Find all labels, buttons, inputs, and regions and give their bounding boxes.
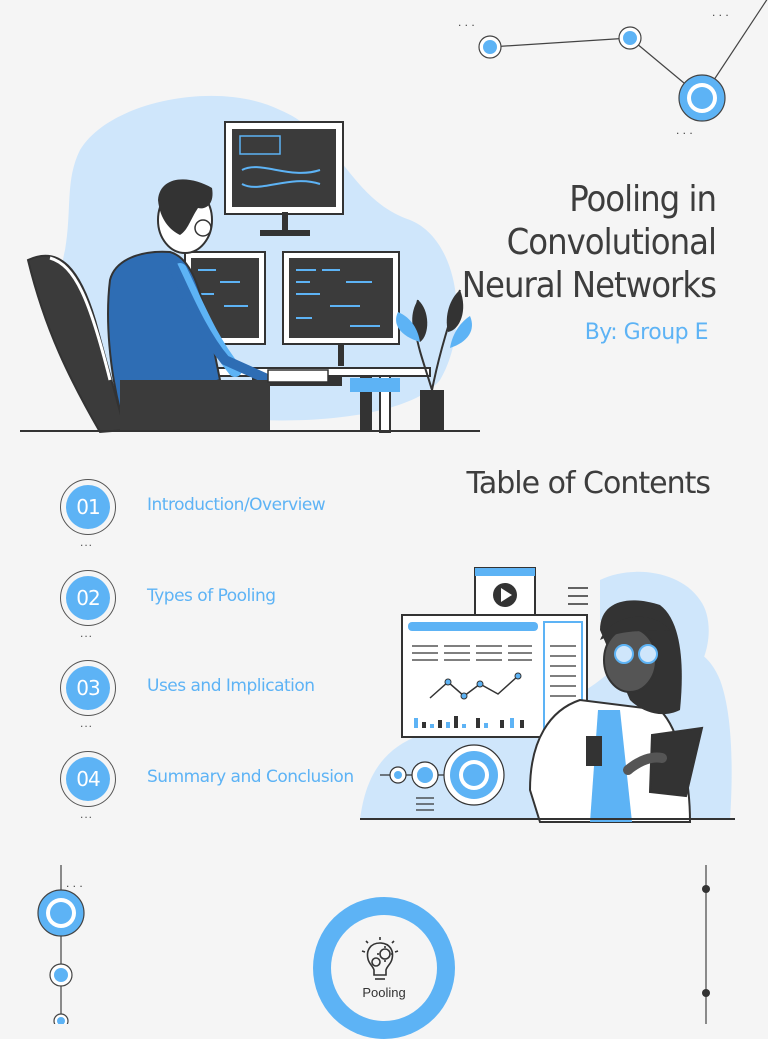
svg-text:. . .: . . . [712,5,729,19]
toc-number: 01 [66,485,110,529]
toc-label[interactable]: Introduction/Overview [147,495,326,515]
toc-number-badge: 02 [60,570,116,626]
toc-label[interactable]: Uses and Implication [147,676,315,696]
toc-number: 04 [66,757,110,801]
toc-label[interactable]: Types of Pooling [147,586,276,606]
toc-heading: Table of Contents [466,466,711,501]
pooling-badge[interactable]: Pooling [313,897,455,1039]
toc-number-badge: 03 [60,660,116,716]
pooling-label: Pooling [362,984,406,1000]
slide-subtitle: By: Group E [584,320,709,345]
toc-item-3[interactable]: 03 ... Uses and Implication [60,660,380,730]
pooling-badge-inner: Pooling [331,915,437,1021]
svg-text:. . .: . . . [66,876,83,890]
timeline-decoration: . . . [37,865,85,1024]
toc-number-badge: 01 [60,479,116,535]
toc-number: 02 [66,576,110,620]
svg-text:. . .: . . . [458,15,475,29]
toc-item-2[interactable]: 02 ... Types of Pooling [60,570,380,640]
toc-number-badge: 04 [60,751,116,807]
developer-illustration [20,95,480,434]
toc-item-1[interactable]: 01 ... Introduction/Overview [60,479,380,549]
lightbulb-gears-icon [361,936,399,980]
slide-title: Pooling in Convolutional Neural Networks [461,179,717,306]
network-decoration: . . . . . . . . . [458,0,768,137]
toc-number: 03 [66,666,110,710]
dots-icon: ... [80,807,94,821]
svg-text:. . .: . . . [676,123,693,137]
dots-icon: ... [80,535,94,549]
toc-label[interactable]: Summary and Conclusion [147,767,354,787]
toc-item-4[interactable]: 04 ... Summary and Conclusion [60,751,380,821]
vertical-line-decoration [702,865,710,1024]
analyst-illustration [360,567,735,823]
dots-icon: ... [80,626,94,640]
dots-icon: ... [80,716,94,730]
